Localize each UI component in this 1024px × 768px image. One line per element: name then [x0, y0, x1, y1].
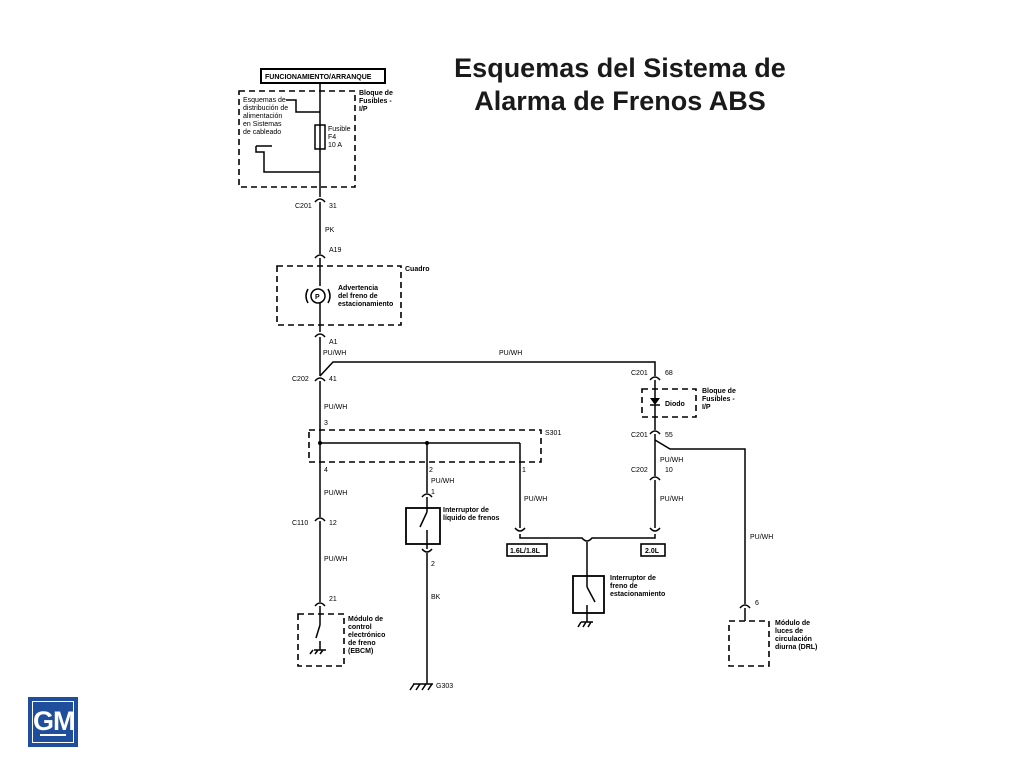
cuadro-label: Cuadro [405, 266, 430, 273]
pin-a1-label: A1 [329, 339, 338, 346]
c201-55-label: C201 [631, 432, 648, 439]
connector-6 [739, 604, 751, 609]
pin-21-label: 21 [329, 596, 337, 603]
diode-icon [650, 398, 660, 405]
power-dist-label: Esquemas de distribución de alimentación… [243, 97, 290, 136]
s301-dashed-box [308, 429, 542, 463]
c110-label: C110 [292, 520, 308, 527]
brake-fluid-switch-label: Interruptor de líquido de frenos [443, 507, 499, 522]
title-line-1: Esquemas del Sistema de [454, 53, 786, 83]
g303-label: G303 [436, 683, 453, 690]
c201-68-label: C201 [631, 370, 648, 377]
pin-12-label: 12 [329, 520, 337, 527]
ebcm-group: Módulo de control electrónico de freno (… [297, 606, 387, 667]
wire-4-label: PU/WH [324, 490, 347, 497]
wire-10-label: PU/WH [660, 496, 683, 503]
diode-group: Diodo Bloque de Fusibles - I/P [641, 380, 738, 430]
fuse-block-ip-dashed-box [238, 90, 356, 188]
wire-55-label: PU/WH [660, 457, 683, 464]
run-crank-label: FUNCIONAMIENTO/ARRANQUE [265, 74, 372, 81]
diode-dashed-box [641, 388, 697, 418]
gm-logo-text: GM [33, 706, 75, 736]
splice-s301-group: S301 4 2 1 [308, 429, 561, 474]
diode-label: Diodo [665, 401, 685, 408]
pin-2-s301-label: 2 [429, 467, 433, 474]
fuse-block-ip-label: Bloque de Fusibles - I/P [359, 90, 395, 113]
fuse-block-ip-group: FUNCIONAMIENTO/ARRANQUE Esquemas de dist… [238, 68, 395, 197]
connector-c201-68 [649, 376, 661, 381]
title-line-2: Alarma de Frenos ABS [474, 86, 766, 116]
instrument-cluster-group: P Cuadro Advertencia del freno de estaci… [276, 258, 430, 332]
connector-c202-10 [649, 476, 661, 481]
park-switch-ground-icon [577, 621, 593, 628]
cuadro-dashed-box [276, 265, 402, 326]
engine-1618-box [506, 543, 548, 557]
drl-module-group: Módulo de luces de circulación diurna (D… [728, 608, 817, 667]
engine-20-box [640, 543, 666, 557]
pin-1-sw-label: 1 [431, 489, 435, 496]
wire-drl-label: PU/WH [750, 534, 773, 541]
connector-a19 [314, 254, 326, 259]
connector-a1 [314, 333, 326, 338]
pin-10-label: 10 [665, 467, 673, 474]
connector-c110-12 [314, 517, 326, 522]
park-brake-warning-icon [310, 288, 326, 304]
drl-dashed-box [728, 620, 770, 667]
park-brake-switch-box [572, 575, 605, 614]
c201-label-top: C201 [295, 203, 312, 210]
pin-31-label: 31 [329, 203, 337, 210]
g303-ground-icon [409, 683, 433, 691]
park-brake-switch-label: Interruptor de freno de estacionamiento [610, 575, 665, 598]
pin-4-label: 4 [324, 467, 328, 474]
connector-c201-31 [314, 198, 326, 203]
wire-s1-label: PU/WH [524, 496, 547, 503]
pin-41-label: 41 [329, 376, 337, 383]
wire-a1-label: PU/WH [323, 350, 346, 357]
ebcm-ground-icon [309, 649, 326, 655]
gm-logo: GM [28, 697, 78, 747]
pin-1-s301-label: 1 [522, 467, 526, 474]
park-brake-switch-group: Interruptor de freno de estacionamiento [572, 575, 665, 628]
connector-21 [314, 602, 326, 607]
svg-text:P: P [315, 294, 320, 301]
pin-2-sw-label: 2 [431, 561, 435, 568]
page-title: Esquemas del Sistema de Alarma de Frenos… [390, 52, 850, 118]
wire-bk-label: BK [431, 594, 441, 601]
run-crank-box [260, 68, 386, 84]
brake-fluid-switch-group: PU/WH 1 Interruptor de líquido de frenos… [405, 472, 499, 691]
engine-1618-label: 1.6L/1.8L [510, 548, 541, 555]
connector-c201-55 [649, 430, 661, 435]
pin-6-label: 6 [755, 600, 759, 607]
pin-55-label: 55 [665, 432, 673, 439]
fuse-f4-label: Fusible F4 10 A [328, 126, 353, 149]
connector-c202-41 [314, 377, 326, 382]
wire-41-label: PU/WH [324, 404, 347, 411]
engine-20-label: 2.0L [645, 548, 660, 555]
pin-68-label: 68 [665, 370, 673, 377]
pin-3-label: 3 [324, 420, 328, 427]
c202-right-label: C202 [631, 467, 648, 474]
s301-label: S301 [545, 430, 561, 437]
drl-module-label: Módulo de luces de circulación diurna (D… [775, 620, 817, 651]
pin-a19-label: A19 [329, 247, 342, 254]
wire-12-label: PU/WH [324, 556, 347, 563]
park-warning-label: Advertencia del freno de estacionamiento [338, 285, 393, 308]
brake-fluid-switch-box [405, 507, 441, 545]
ebcm-label: Módulo de control electrónico de freno (… [348, 616, 387, 655]
wire-sw-label: PU/WH [431, 478, 454, 485]
wire-top-label: PU/WH [499, 350, 522, 357]
wire-pk-label: PK [325, 227, 335, 234]
fuse-block-ip2-label: Bloque de Fusibles - I/P [702, 388, 738, 411]
c202-left-label: C202 [292, 376, 309, 383]
ebcm-dashed-box [297, 613, 345, 667]
